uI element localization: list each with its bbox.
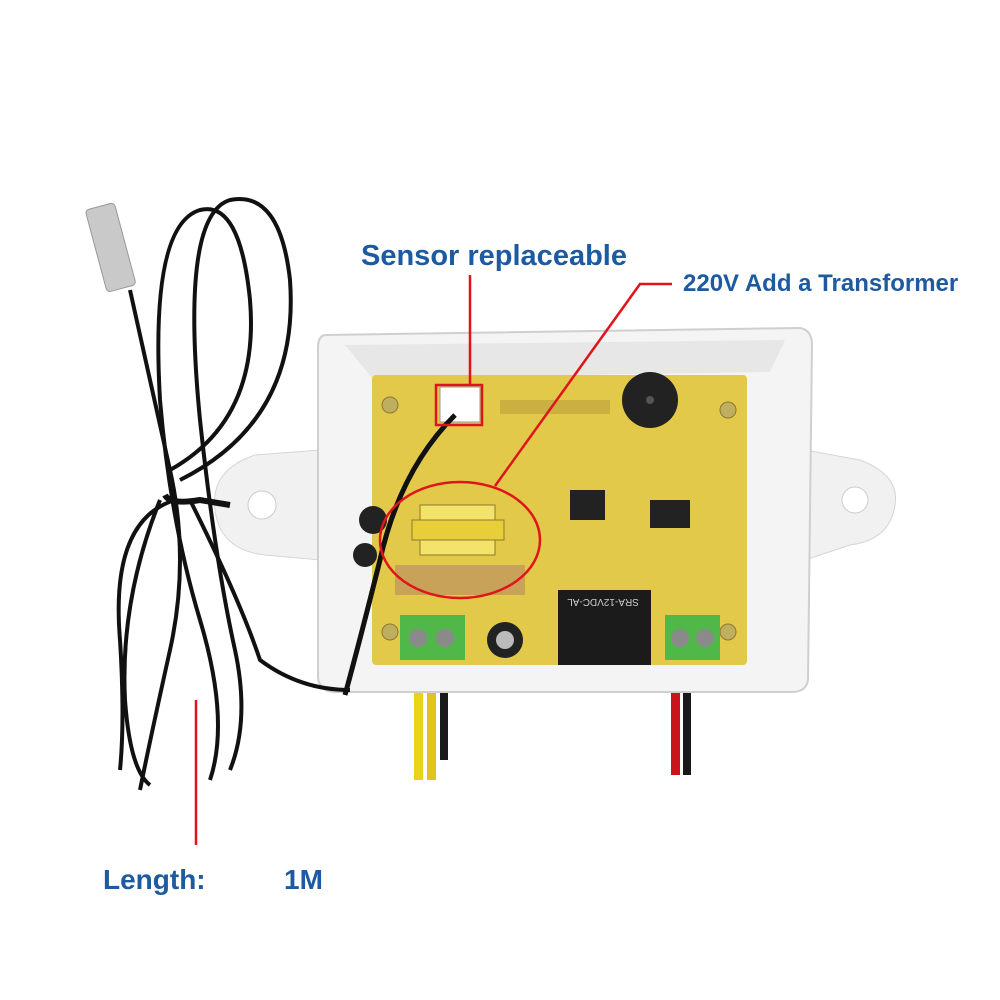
callout-lines: [194, 275, 672, 845]
transformer-label: 220V Add a Transformer: [683, 270, 959, 297]
mount-hole-left: [247, 490, 277, 520]
power-wires: [414, 650, 691, 780]
ic-chip: [570, 490, 605, 520]
sensor-highlight-box: [434, 383, 484, 427]
relay: [558, 590, 651, 665]
relay-marking: SRA-12VDC-AL: [567, 596, 639, 607]
length-value: 1M: [284, 864, 323, 895]
sensor-probe: [85, 202, 136, 292]
transformer-highlight-ellipse: [378, 480, 542, 600]
sensor-connector: [439, 386, 481, 423]
sensor-replaceable-label: Sensor replaceable: [361, 240, 627, 272]
length-label: Length:: [103, 864, 206, 895]
mount-hole-right: [841, 486, 869, 514]
pcb-board: [353, 372, 747, 665]
temperature-probe-cable: [85, 197, 351, 791]
